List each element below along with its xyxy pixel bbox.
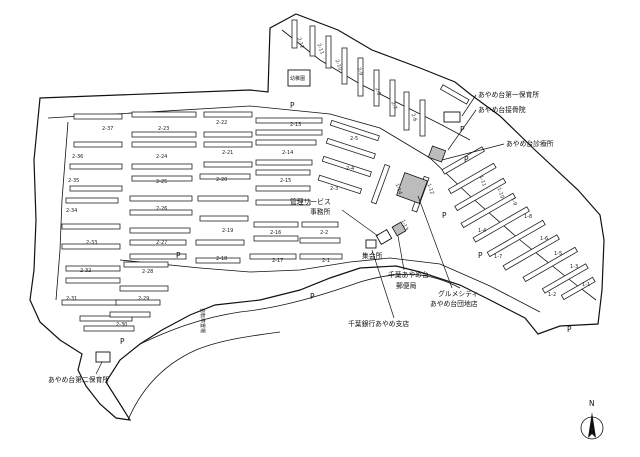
shopping-center-label: グルメシティ <box>438 289 478 298</box>
svg-text:2-10: 2-10 <box>333 59 343 72</box>
west-road <box>55 121 69 301</box>
svg-text:2-37: 2-37 <box>102 126 113 132</box>
post-office-label-2: 郵便局 <box>396 281 417 290</box>
svg-text:2-30: 2-30 <box>116 322 127 328</box>
svg-text:1-3: 1-3 <box>570 264 578 270</box>
river-bank <box>127 331 281 421</box>
svg-text:1-5: 1-5 <box>554 251 562 257</box>
svg-text:1-11: 1-11 <box>477 175 487 188</box>
mgmt-office-label: 管理サービス <box>290 197 331 206</box>
svg-text:2-9: 2-9 <box>355 67 363 77</box>
svg-text:1-10: 1-10 <box>495 187 505 200</box>
svg-text:2-31: 2-31 <box>66 296 77 302</box>
clinic-label: あやめ台診療所 <box>506 139 554 148</box>
svg-text:2-21: 2-21 <box>222 150 233 156</box>
west-lots <box>61 111 253 332</box>
svg-text:1-9: 1-9 <box>509 197 517 207</box>
svg-text:P: P <box>464 155 469 164</box>
svg-text:2-28: 2-28 <box>142 269 153 275</box>
bone-clinic-label: あやめ台接骨院 <box>478 105 526 114</box>
nursery1-building <box>443 111 461 123</box>
svg-text:2-29: 2-29 <box>138 296 149 302</box>
svg-text:2-11: 2-11 <box>315 43 325 56</box>
river <box>139 273 461 345</box>
estate-boundary <box>29 13 605 421</box>
nursery2-building <box>95 351 111 363</box>
svg-text:2-13: 2-13 <box>290 122 301 128</box>
svg-text:2-35: 2-35 <box>68 178 79 184</box>
post-office-label: 千葉あやめ台 <box>388 270 429 279</box>
block-labels: 2-37 2-36 2-35 2-34 2-33 2-32 2-31 2-30 … <box>66 37 590 328</box>
central-lots <box>249 117 380 260</box>
svg-text:2-22: 2-22 <box>216 120 227 126</box>
svg-text:2-5: 2-5 <box>350 136 358 142</box>
hall-building <box>365 239 377 249</box>
clinic-building <box>427 145 447 163</box>
svg-text:2-19: 2-19 <box>222 228 233 234</box>
svg-text:2-25: 2-25 <box>156 179 167 185</box>
svg-text:P: P <box>310 292 315 301</box>
svg-text:2-32: 2-32 <box>80 268 91 274</box>
svg-text:P: P <box>176 251 181 260</box>
svg-text:P: P <box>567 325 572 334</box>
svg-text:P: P <box>290 101 295 110</box>
svg-text:2-27: 2-27 <box>156 240 167 246</box>
shopping-center-building <box>396 172 428 204</box>
east-lots <box>370 146 596 301</box>
svg-text:2-34: 2-34 <box>66 208 77 214</box>
svg-text:1-2: 1-2 <box>548 292 556 298</box>
svg-text:1-12: 1-12 <box>425 183 435 196</box>
north-lots <box>291 19 470 137</box>
svg-text:2-7: 2-7 <box>389 101 397 111</box>
svg-text:2-24: 2-24 <box>156 154 167 160</box>
shopping-center-label-2: あやめ台団地店 <box>430 299 478 308</box>
kindergarten-building <box>287 69 311 87</box>
svg-text:2-26: 2-26 <box>156 206 167 212</box>
svg-text:1-8: 1-8 <box>524 214 532 220</box>
nursery2-label: あやめ台第二保育所 <box>48 375 109 384</box>
svg-text:2-15: 2-15 <box>280 178 291 184</box>
svg-text:N: N <box>589 399 595 408</box>
hall-label: 集会所 <box>362 251 383 260</box>
south-road <box>119 257 541 313</box>
svg-text:2-12: 2-12 <box>295 37 305 50</box>
bicycle-parking-label: 自転車置場 <box>199 308 206 333</box>
svg-text:2-8: 2-8 <box>373 87 381 97</box>
svg-text:2-1: 2-1 <box>322 258 330 264</box>
svg-text:2-14: 2-14 <box>282 150 293 156</box>
bank-label: 千葉銀行あやめ支店 <box>348 319 409 328</box>
svg-text:2-6: 2-6 <box>409 113 417 123</box>
north-arrow: N <box>580 399 604 440</box>
svg-text:2-18: 2-18 <box>216 256 227 262</box>
svg-text:2-36: 2-36 <box>72 154 83 160</box>
svg-text:2-4: 2-4 <box>346 166 354 172</box>
svg-text:2-23: 2-23 <box>158 126 169 132</box>
svg-text:2-2: 2-2 <box>320 230 328 236</box>
svg-text:1-7: 1-7 <box>494 254 502 260</box>
svg-text:P: P <box>442 211 447 220</box>
svg-text:1-1: 1-1 <box>582 282 590 288</box>
svg-text:2-20: 2-20 <box>216 177 227 183</box>
svg-text:2-17: 2-17 <box>272 258 283 264</box>
svg-text:2-3: 2-3 <box>330 186 338 192</box>
mgmt-office-building <box>375 229 393 245</box>
mgmt-office-label-2: 事務所 <box>310 207 331 216</box>
svg-text:2-33: 2-33 <box>86 240 97 246</box>
svg-text:P: P <box>478 251 483 260</box>
post-office-building <box>391 221 407 237</box>
svg-text:1-6: 1-6 <box>540 236 548 242</box>
svg-text:1-4: 1-4 <box>478 228 486 234</box>
north-arrow-icon <box>588 412 596 438</box>
svg-text:1-13: 1-13 <box>399 219 409 232</box>
svg-text:1-14: 1-14 <box>393 183 403 196</box>
nursery1-label: あやめ台第一保育所 <box>478 90 539 99</box>
svg-text:P: P <box>120 337 125 346</box>
kindergarten-label: 幼稚園 <box>290 75 305 82</box>
svg-text:2-16: 2-16 <box>270 230 281 236</box>
